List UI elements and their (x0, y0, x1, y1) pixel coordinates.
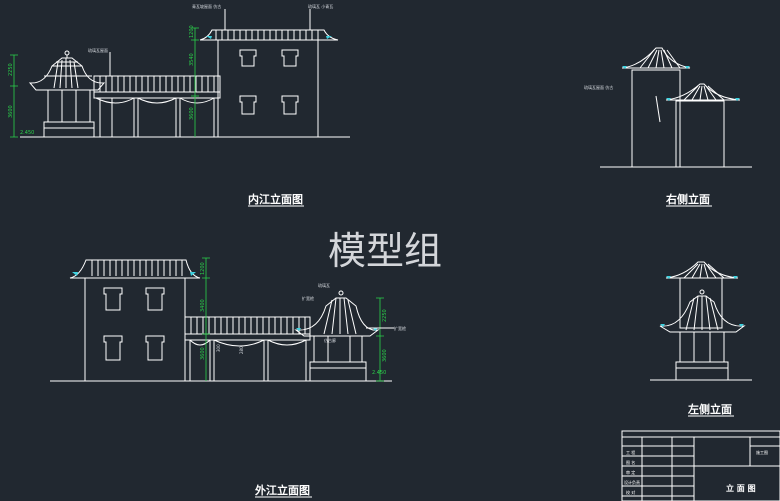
inner-dim-2: 3600 (8, 105, 14, 118)
outer-callout-2: 扩宽檐 (302, 295, 314, 301)
inner-dim-1: 2250 (8, 63, 14, 76)
roof-finial (338, 290, 344, 296)
corridor-brackets (189, 339, 307, 347)
outer-building-body (84, 277, 186, 382)
left-pavilion-columns (679, 332, 725, 362)
roof-tile-lines (683, 263, 725, 279)
building-body (217, 39, 319, 138)
building-roof (199, 29, 339, 41)
inner-level-mark: 2.450 (20, 130, 34, 136)
outer-pavilion-base (309, 361, 367, 382)
outer-dim-4: 300 (216, 344, 221, 352)
right-building-roof (621, 47, 691, 69)
roof-tile-lines (91, 260, 183, 276)
inner-elevation-title: 内江立面图 (248, 192, 303, 206)
outer-elevation-title: 外江立面图 (254, 483, 310, 497)
outer-dim-1: 1200 (200, 262, 206, 275)
roof-end-ornament (206, 36, 212, 39)
outer-corridor-roof (184, 316, 311, 335)
tb-row-5: 校 对 (626, 489, 635, 495)
tb-row-2: 图 名 (626, 459, 635, 465)
outer-elevation: 1200 3400 3600 300 280 2250 3600 2.450 琉… (50, 257, 406, 498)
callout-leader (655, 95, 661, 123)
roof-tile-lines (323, 297, 357, 335)
inner-callout-1: 琉璃瓦屋面 (88, 47, 108, 53)
outer-building-windows (103, 287, 165, 361)
tb-row-3: 审 定 (626, 469, 635, 475)
roof-tile-lines (190, 317, 306, 334)
tb-row-1: 工 程 (626, 449, 635, 455)
inner-dim-4: 1200 (189, 25, 195, 38)
pavilion-roof (28, 57, 106, 91)
outer-corridor-columns (189, 340, 307, 381)
inner-dimensions (10, 27, 199, 138)
right-building-body (631, 69, 681, 168)
roof-tile-lines (53, 58, 79, 89)
right-wing-body (675, 100, 725, 168)
inner-elevation: 2250 3600 2.450 3540 1200 3600 琉璃瓦屋面 青瓦坡… (8, 3, 350, 207)
outer-building-roof (69, 259, 201, 279)
corridor-beam (93, 91, 221, 99)
left-back-roof (665, 261, 739, 279)
roof-tile-lines (683, 85, 725, 101)
corridor-roof-tiles (99, 76, 215, 92)
outer-dim-6: 2250 (382, 309, 388, 322)
left-pavilion-base (675, 361, 729, 381)
roof-tile-lines (685, 295, 719, 331)
outer-callout-3: 仿古廊 (324, 337, 336, 343)
tb-drawing-title: 立 面 图 (726, 483, 756, 493)
watermark: 模型组 (328, 229, 442, 273)
inner-dim-3: 3540 (189, 53, 195, 66)
building-windows (239, 49, 299, 115)
inner-dim-5: 3600 (189, 107, 195, 120)
outer-dimension-line (202, 257, 210, 381)
outer-dimension-line (376, 297, 384, 382)
left-side-title: 左侧立面 (687, 402, 732, 416)
outer-pavilion-columns (313, 336, 363, 362)
roof-finial (699, 289, 705, 295)
pavilion-base (43, 121, 95, 138)
left-pavilion-roof (659, 295, 746, 333)
inner-callout-2: 青瓦坡屋面 仿古 (192, 3, 221, 9)
title-block: 工 程 图 名 审 定 设计负责 校 对 施工图 立 面 图 (621, 430, 780, 501)
outer-level-mark: 2.450 (372, 370, 386, 376)
corridor-roof (93, 75, 221, 93)
outer-corridor-beam (184, 333, 311, 341)
outer-dim-2: 3400 (200, 299, 206, 312)
outer-dim-7: 3600 (382, 349, 388, 362)
right-callout-1: 琉璃瓦屋面 仿古 (584, 84, 613, 90)
tb-row-4: 设计负责 (624, 479, 640, 485)
outer-callout-1: 琉璃瓦 (318, 282, 330, 288)
roof-end-ornament (326, 36, 332, 39)
outer-dim-3: 3600 (200, 347, 206, 360)
left-side-elevation: 左侧立面 (650, 261, 752, 417)
building-roof-tiles (215, 30, 319, 40)
right-side-elevation: 琉璃瓦屋面 仿古 右侧立面 (584, 47, 752, 207)
outer-dim-5: 280 (239, 346, 244, 354)
inner-callout-3: 琉璃瓦 小青瓦 (308, 3, 333, 9)
tb-sheet-no: 施工图 (756, 449, 768, 455)
roof-tile-lines (639, 49, 681, 69)
right-side-title: 右侧立面 (665, 192, 710, 206)
right-wing-roof (665, 83, 741, 101)
outer-pavilion-roof (294, 297, 380, 337)
outer-callout-4: 扩宽檐 (394, 325, 406, 331)
roof-finial (64, 50, 70, 56)
corridor-columns (95, 97, 215, 137)
